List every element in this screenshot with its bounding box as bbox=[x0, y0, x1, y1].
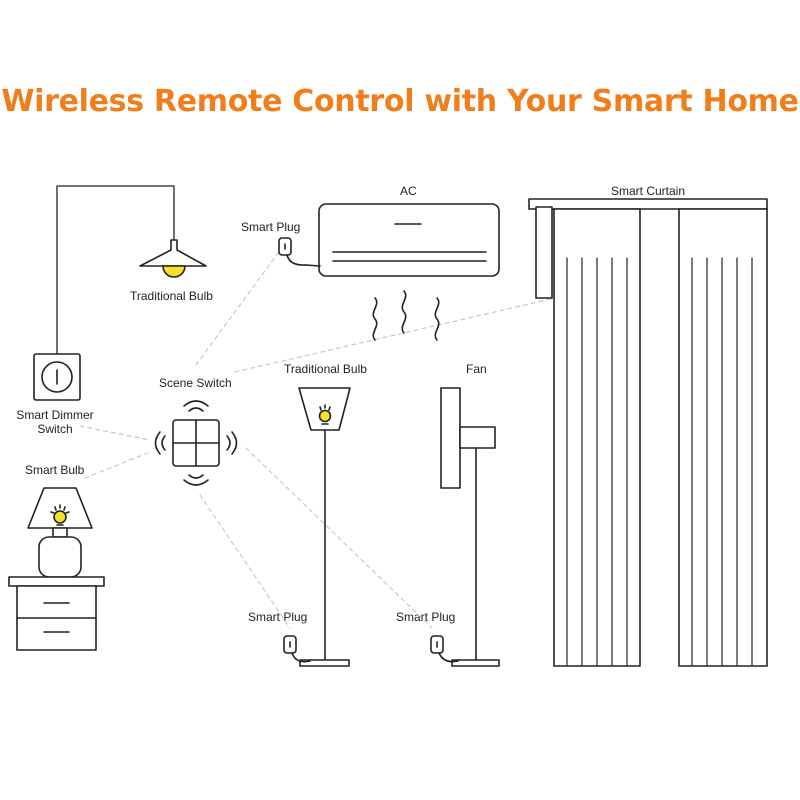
page-title: Wireless Remote Control with Your Smart … bbox=[1, 84, 799, 119]
fan-label: Fan bbox=[466, 362, 487, 376]
smart-curtain-label: Smart Curtain bbox=[611, 184, 686, 198]
table-lamp-icon bbox=[27, 487, 93, 578]
ac-label: AC bbox=[400, 184, 417, 198]
dimmer-switch-icon bbox=[33, 353, 81, 401]
fan-icon bbox=[440, 387, 500, 667]
smart-plug-fan-label: Smart Plug bbox=[396, 610, 456, 624]
scene-switch-label: Scene Switch bbox=[159, 376, 232, 390]
smart-plug-lamp-icon bbox=[283, 635, 311, 663]
traditional-bulb-ceiling-label: Traditional Bulb bbox=[130, 289, 213, 303]
ceiling-bulb-icon bbox=[139, 239, 207, 278]
smart-dimmer-switch-label-line-2: Switch bbox=[37, 422, 73, 436]
smart-bulb-label: Smart Bulb bbox=[25, 463, 85, 477]
scene-switch-icon bbox=[154, 400, 238, 486]
ac-icon bbox=[318, 203, 500, 341]
smart-plug-ac-label: Smart Plug bbox=[241, 220, 301, 234]
smart-plug-lamp-label: Smart Plug bbox=[248, 610, 308, 624]
smart-dimmer-switch-label-line-1: Smart Dimmer bbox=[16, 408, 94, 422]
floor-lamp-icon bbox=[298, 387, 351, 667]
traditional-bulb-floor-label: Traditional Bulb bbox=[284, 362, 367, 376]
ceiling-wire bbox=[56, 185, 175, 355]
wireless-links bbox=[79, 252, 556, 629]
smart-dimmer-switch-label: Smart Dimmer Switch bbox=[10, 408, 100, 436]
smart-plug-ac-icon bbox=[278, 237, 321, 267]
curtain-icon bbox=[528, 198, 768, 667]
nightstand-icon bbox=[8, 576, 105, 651]
smart-plug-fan-icon bbox=[430, 635, 459, 663]
